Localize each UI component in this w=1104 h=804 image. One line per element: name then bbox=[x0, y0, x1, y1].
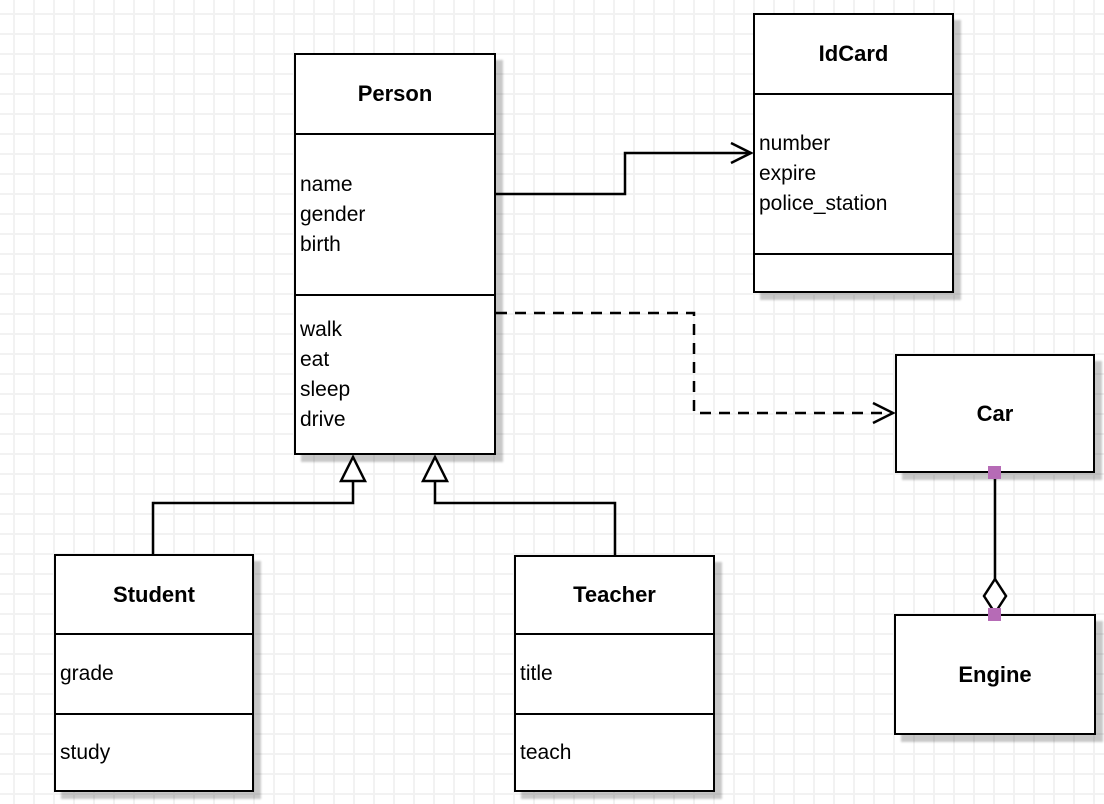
attribute-row[interactable]: title bbox=[520, 662, 553, 685]
open-arrow-icon bbox=[730, 141, 754, 165]
edge-person-idcard-association[interactable] bbox=[496, 141, 754, 196]
class-teacher-methods[interactable]: teach bbox=[516, 713, 713, 790]
hollow-triangle-icon bbox=[420, 454, 450, 483]
class-person-attributes[interactable]: name gender birth bbox=[296, 133, 494, 294]
class-person-methods[interactable]: walk eat sleep drive bbox=[296, 294, 494, 453]
class-person[interactable]: Person name gender birth walk eat sleep … bbox=[294, 53, 496, 455]
method-row[interactable]: study bbox=[60, 740, 111, 764]
class-idcard[interactable]: IdCard number expire police_station bbox=[753, 13, 954, 293]
attribute-row[interactable]: expire bbox=[759, 162, 817, 185]
class-car-title[interactable]: Car bbox=[976, 400, 1014, 426]
attribute-row[interactable]: police_station bbox=[759, 192, 888, 215]
class-teacher[interactable]: Teacher title teach bbox=[514, 555, 715, 792]
method-row[interactable]: sleep bbox=[300, 377, 351, 401]
class-student-title[interactable]: Student bbox=[113, 581, 195, 607]
class-idcard-title[interactable]: IdCard bbox=[818, 41, 889, 66]
class-teacher-title[interactable]: Teacher bbox=[573, 582, 656, 607]
class-person-title[interactable]: Person bbox=[357, 81, 433, 106]
class-car[interactable]: Car bbox=[895, 354, 1095, 473]
class-engine[interactable]: Engine bbox=[894, 614, 1096, 735]
attribute-row[interactable]: birth bbox=[300, 232, 341, 256]
open-arrow-icon bbox=[872, 401, 896, 425]
method-row[interactable]: drive bbox=[300, 407, 346, 431]
attribute-row[interactable]: name bbox=[300, 172, 353, 196]
class-teacher-attributes[interactable]: title bbox=[516, 633, 713, 713]
edge-person-car-dependency[interactable] bbox=[496, 311, 896, 425]
class-student-attributes[interactable]: grade bbox=[56, 633, 252, 713]
edge-teacher-person-generalization[interactable] bbox=[420, 454, 617, 555]
class-idcard-attributes[interactable]: number expire police_station bbox=[755, 93, 952, 253]
class-engine-title[interactable]: Engine bbox=[958, 661, 1032, 687]
edge-car-engine-aggregation[interactable] bbox=[982, 466, 1008, 621]
method-row[interactable]: eat bbox=[300, 347, 330, 371]
class-idcard-methods[interactable] bbox=[755, 253, 952, 291]
attribute-row[interactable]: grade bbox=[60, 662, 114, 685]
method-row[interactable]: teach bbox=[520, 740, 572, 764]
hollow-triangle-icon bbox=[338, 454, 368, 483]
class-student-methods[interactable]: study bbox=[56, 713, 252, 790]
method-row[interactable]: walk bbox=[300, 317, 343, 341]
attribute-row[interactable]: gender bbox=[300, 202, 366, 226]
edge-student-person-generalization[interactable] bbox=[151, 454, 368, 554]
class-student[interactable]: Student grade study bbox=[54, 554, 254, 792]
attribute-row[interactable]: number bbox=[759, 132, 831, 155]
